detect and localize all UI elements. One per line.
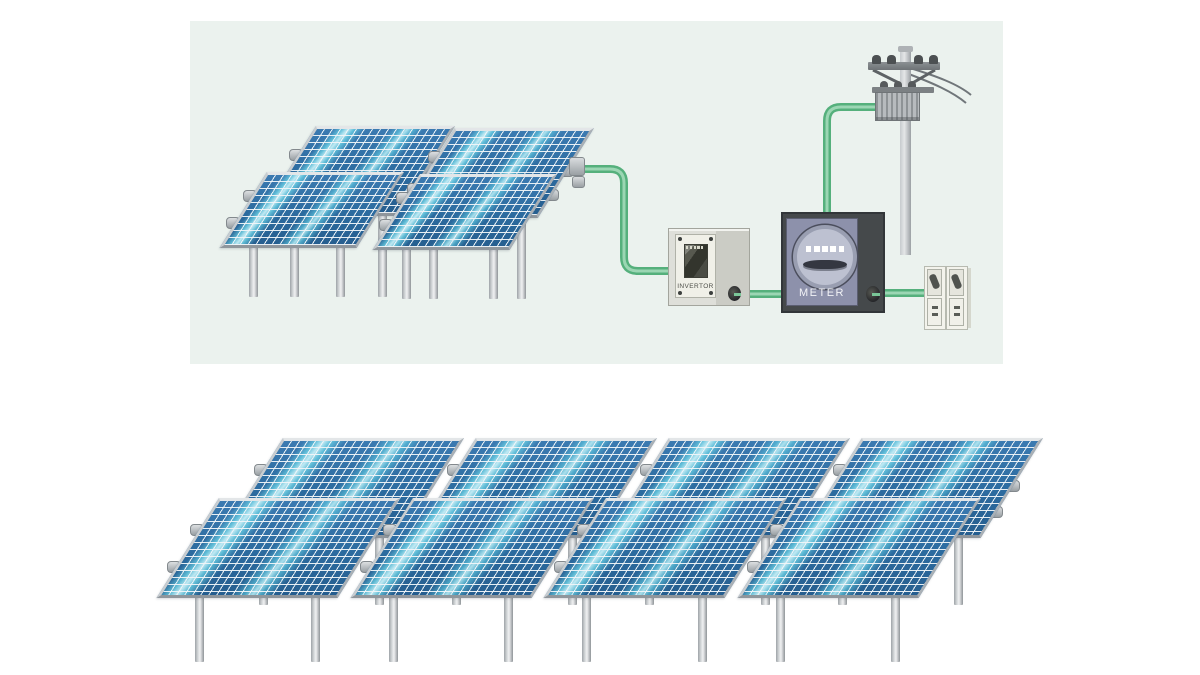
- insulator: [872, 55, 881, 64]
- inverter-display: [684, 244, 708, 278]
- socket-plate: [927, 298, 942, 326]
- inverter-output-connector: [728, 286, 741, 301]
- panel-cable-bracket: [569, 157, 585, 176]
- switch-socket-column: [924, 266, 946, 330]
- inverter-indicator-dots: [686, 246, 704, 249]
- socket-slot: [932, 306, 938, 309]
- pole-cap: [898, 46, 913, 52]
- meter-output-connector: [866, 286, 880, 302]
- electric-meter: METER: [781, 212, 885, 313]
- outlet-unit: [924, 266, 971, 330]
- screw: [709, 291, 713, 295]
- socket-plate: [949, 298, 964, 326]
- inverter-box: INVERTOR: [668, 228, 750, 306]
- panel-face: [220, 172, 404, 248]
- insulator: [914, 55, 923, 64]
- socket-slot: [932, 313, 938, 316]
- switch-socket-column: [946, 266, 968, 330]
- screw: [678, 291, 682, 295]
- meter-label: METER: [787, 287, 857, 299]
- meter-dial-window: [803, 260, 847, 269]
- inverter-label: INVERTOR: [676, 283, 715, 290]
- switch-plate: [949, 269, 964, 296]
- socket-slot: [954, 313, 960, 316]
- panel-cable-bracket: [572, 176, 585, 188]
- switch-plate: [927, 269, 942, 296]
- socket-slot: [954, 306, 960, 309]
- meter-dial: [793, 225, 857, 289]
- insulator: [887, 55, 896, 64]
- meter-register-digits: [797, 246, 853, 252]
- switch-toggle: [928, 273, 940, 290]
- pole-transformer: [875, 92, 920, 121]
- meter-face: METER: [786, 218, 858, 306]
- screw: [709, 237, 713, 241]
- panel-leg: [378, 204, 387, 297]
- inverter-front-panel: INVERTOR: [675, 234, 716, 298]
- screw: [678, 237, 682, 241]
- switch-toggle: [950, 273, 962, 290]
- insulator: [929, 55, 938, 64]
